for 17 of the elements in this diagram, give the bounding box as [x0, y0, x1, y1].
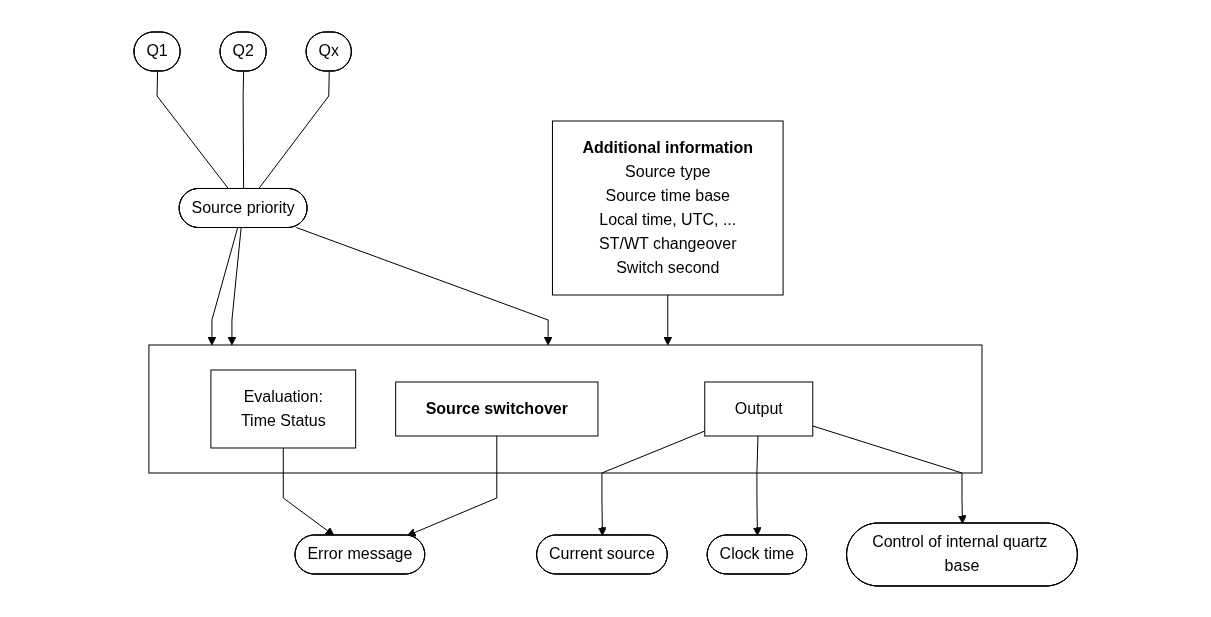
- connector: [242, 70, 244, 189]
- connector: [156, 70, 229, 189]
- arrow: [406, 435, 498, 537]
- arrow: [227, 226, 242, 345]
- arrow: [295, 226, 553, 345]
- node-box: Source switchover: [395, 381, 599, 436]
- arrow: [812, 425, 967, 524]
- arrow: [597, 430, 706, 536]
- node-box: Evaluation: Time Status: [210, 369, 356, 448]
- node-box: Additional information Source type Source time base Local time, UTC, ... ST/WT changeover Switch second: [551, 120, 784, 295]
- cluster: [148, 344, 983, 473]
- arrow: [207, 226, 238, 345]
- connector: [257, 70, 330, 189]
- arrow: [282, 447, 335, 536]
- arrow: [752, 435, 762, 536]
- arrow: [663, 294, 672, 345]
- node-box: Output: [704, 381, 814, 436]
